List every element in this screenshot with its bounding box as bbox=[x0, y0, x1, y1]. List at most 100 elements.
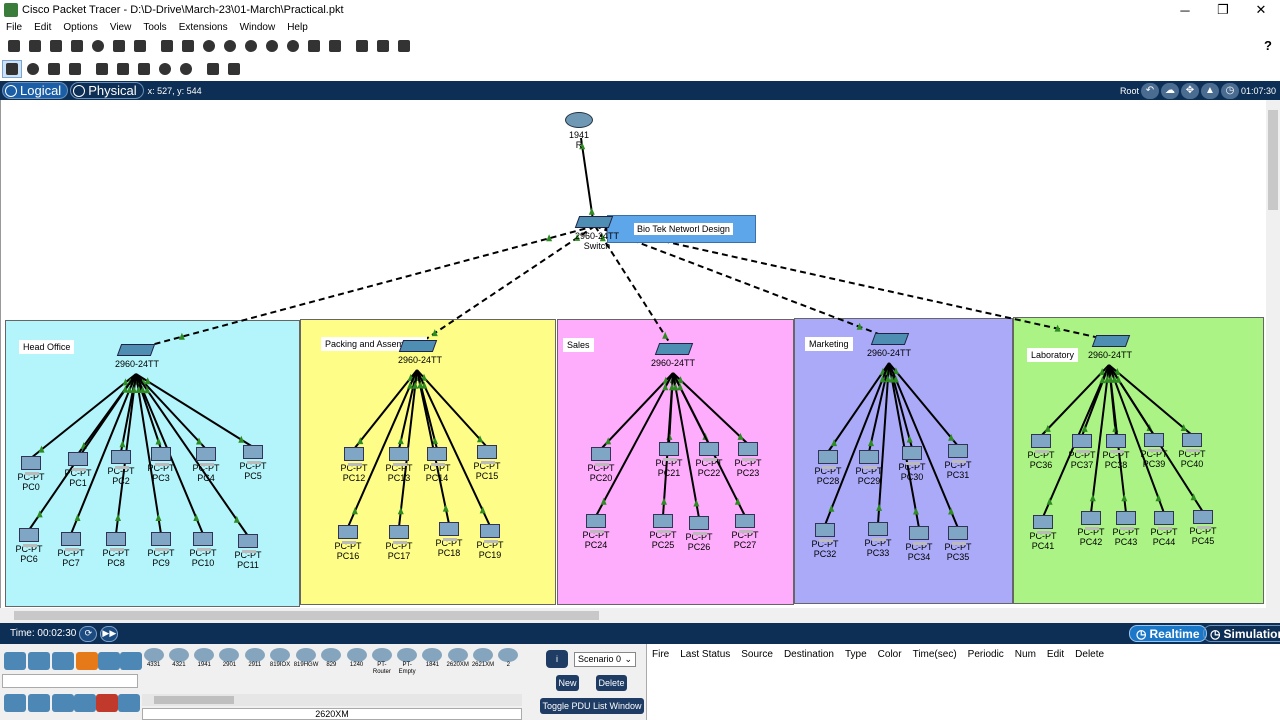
fast-forward-icon[interactable]: ▶▶ bbox=[100, 625, 119, 642]
switch-packing-icon[interactable] bbox=[398, 340, 438, 352]
copy-icon[interactable] bbox=[157, 37, 177, 55]
inspect-tool-icon[interactable] bbox=[23, 60, 43, 78]
simulation-mode-button[interactable]: ◷Simulation bbox=[1203, 625, 1280, 642]
physical-tab[interactable]: Physical bbox=[70, 82, 144, 99]
device-type-search[interactable] bbox=[2, 674, 138, 688]
router-icon[interactable] bbox=[565, 112, 593, 128]
switch-to-pc-link[interactable] bbox=[672, 372, 700, 519]
switch-to-pc-link[interactable] bbox=[416, 369, 491, 527]
device-model[interactable]: 2620XM bbox=[446, 648, 469, 672]
end-devices-category-icon[interactable] bbox=[28, 652, 50, 670]
column-periodic[interactable]: Periodic bbox=[967, 649, 1004, 660]
info-icon[interactable] bbox=[88, 37, 108, 55]
info-button[interactable]: i bbox=[546, 650, 568, 668]
new-pdu-button[interactable]: New bbox=[556, 675, 579, 691]
hubs-subcategory-icon[interactable] bbox=[52, 694, 74, 712]
switch-to-pc-link[interactable] bbox=[398, 369, 418, 450]
wan-emulation-subcategory-icon[interactable] bbox=[118, 694, 140, 712]
routers-subcategory-icon[interactable] bbox=[4, 694, 26, 712]
custom-devices-icon[interactable] bbox=[325, 37, 345, 55]
paste-icon[interactable] bbox=[178, 37, 198, 55]
device-model[interactable]: 1941 bbox=[193, 648, 216, 672]
device-model[interactable]: 4321 bbox=[167, 648, 190, 672]
column-num[interactable]: Num bbox=[1014, 649, 1036, 660]
network-info-icon[interactable] bbox=[130, 37, 150, 55]
minimize-button[interactable]: ─ bbox=[1180, 2, 1190, 18]
menu-help[interactable]: Help bbox=[287, 22, 308, 33]
switch-to-pc-link[interactable] bbox=[868, 362, 890, 453]
logical-workspace[interactable]: Head Office Packing and Assembling Sales… bbox=[0, 100, 1266, 608]
device-list-scrollbar[interactable] bbox=[142, 694, 522, 706]
column-fire[interactable]: Fire bbox=[652, 649, 670, 660]
switch-to-pc-link[interactable] bbox=[877, 362, 890, 525]
drawing-palette-icon[interactable] bbox=[304, 37, 324, 55]
back-icon[interactable]: ↶ bbox=[1140, 82, 1159, 99]
menu-extensions[interactable]: Extensions bbox=[178, 22, 228, 33]
switch-to-pc-link[interactable] bbox=[888, 362, 920, 529]
print-icon[interactable] bbox=[67, 37, 87, 55]
core-to-area-switch-link[interactable] bbox=[594, 225, 890, 339]
maximize-button[interactable]: ❐ bbox=[1217, 2, 1229, 17]
column-color[interactable]: Color bbox=[877, 649, 902, 660]
security-subcategory-icon[interactable] bbox=[96, 694, 118, 712]
device-model[interactable]: 4331 bbox=[142, 648, 165, 672]
device-model[interactable]: PT-Router bbox=[370, 648, 393, 675]
device-model[interactable]: 1240 bbox=[345, 648, 368, 672]
redo-icon[interactable] bbox=[220, 37, 240, 55]
multiuser-category-icon[interactable] bbox=[120, 652, 142, 670]
scenario-select[interactable]: Scenario 0⌄ bbox=[574, 652, 636, 667]
add-complex-pdu-icon[interactable] bbox=[224, 60, 244, 78]
column-edit[interactable]: Edit bbox=[1046, 649, 1065, 660]
misc-category-icon[interactable] bbox=[98, 652, 120, 670]
freeform-tool-icon[interactable] bbox=[176, 60, 196, 78]
switch-laboratory-icon[interactable] bbox=[1091, 335, 1131, 347]
switch-to-pc-link[interactable] bbox=[353, 369, 418, 450]
menu-file[interactable]: File bbox=[6, 22, 23, 33]
switch-to-pc-link[interactable] bbox=[600, 372, 674, 450]
connections-category-icon[interactable] bbox=[76, 652, 98, 670]
add-simple-pdu-icon[interactable] bbox=[203, 60, 223, 78]
switch-to-pc-link[interactable] bbox=[135, 373, 162, 535]
router-to-core-link[interactable] bbox=[580, 137, 594, 221]
horizontal-scrollbar[interactable] bbox=[0, 608, 1280, 623]
image-icon[interactable] bbox=[394, 37, 414, 55]
column-type[interactable]: Type bbox=[844, 649, 867, 660]
device-model[interactable]: 2911 bbox=[243, 648, 266, 672]
horizontal-scroll-thumb[interactable] bbox=[14, 611, 599, 620]
activity-wizard-icon[interactable] bbox=[109, 37, 129, 55]
device-model[interactable]: 2901 bbox=[218, 648, 241, 672]
device-model[interactable]: PT-Empty bbox=[396, 648, 419, 675]
ellipse-tool-icon[interactable] bbox=[155, 60, 175, 78]
vertical-scrollbar[interactable] bbox=[1266, 100, 1280, 608]
switch-to-pc-link[interactable] bbox=[824, 362, 890, 526]
device-model[interactable]: 1841 bbox=[421, 648, 444, 672]
resize-tool-icon[interactable] bbox=[65, 60, 85, 78]
view-command-log-icon[interactable] bbox=[352, 37, 372, 55]
rectangle-tool-icon[interactable] bbox=[134, 60, 154, 78]
